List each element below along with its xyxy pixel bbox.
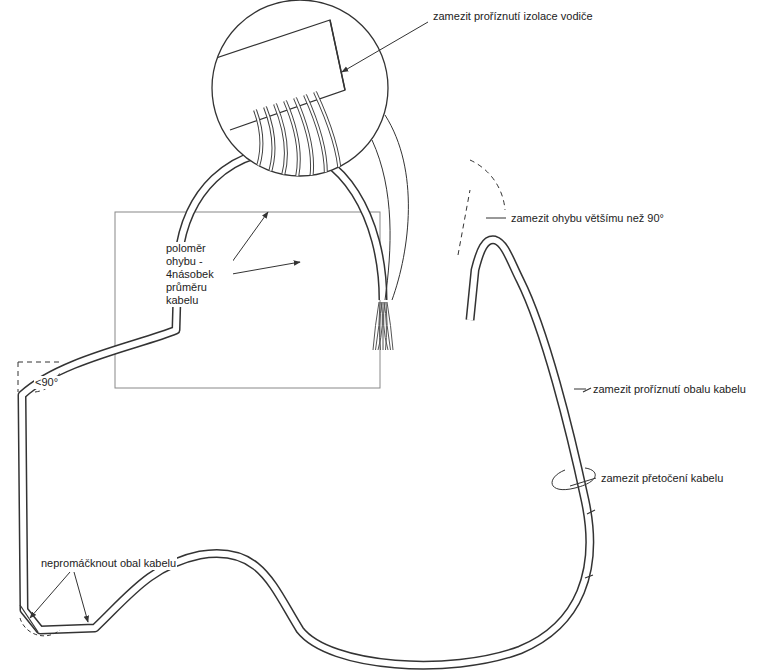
callout-label: zamezit přetočení kabelu [600, 472, 724, 485]
callout-label: zamezit proříznutí izolace vodiče [432, 10, 594, 23]
angle-arc [458, 160, 505, 255]
cable-fill [22, 150, 590, 665]
detail-frame [115, 212, 380, 388]
leader-line [574, 389, 586, 390]
magnifier-leader [372, 140, 390, 300]
callout-label: poloměr ohybu - 4násobek průměru kabelu [165, 242, 233, 307]
cable-outline [22, 150, 590, 665]
leader-line [570, 478, 596, 486]
angle-arc [20, 618, 60, 636]
leader-line [232, 212, 268, 262]
frayed-strands [373, 302, 393, 350]
kink [20, 605, 38, 632]
leader-line [232, 262, 300, 274]
callout-label: zamezit proříznutí obalu kabelu [592, 383, 747, 396]
callout-label: nepromáčknout obal kabelu [40, 557, 177, 570]
angle-arc [18, 362, 60, 392]
callout-label: zamezit ohybu většímu než 90° [510, 212, 665, 225]
leader-line [486, 218, 506, 219]
leader-line [342, 22, 428, 72]
leader-line [74, 572, 88, 622]
twist-mark [552, 468, 595, 490]
leader-line [30, 572, 70, 618]
callout-label: <90° [34, 376, 59, 389]
magnified-cable-end [210, 20, 345, 185]
